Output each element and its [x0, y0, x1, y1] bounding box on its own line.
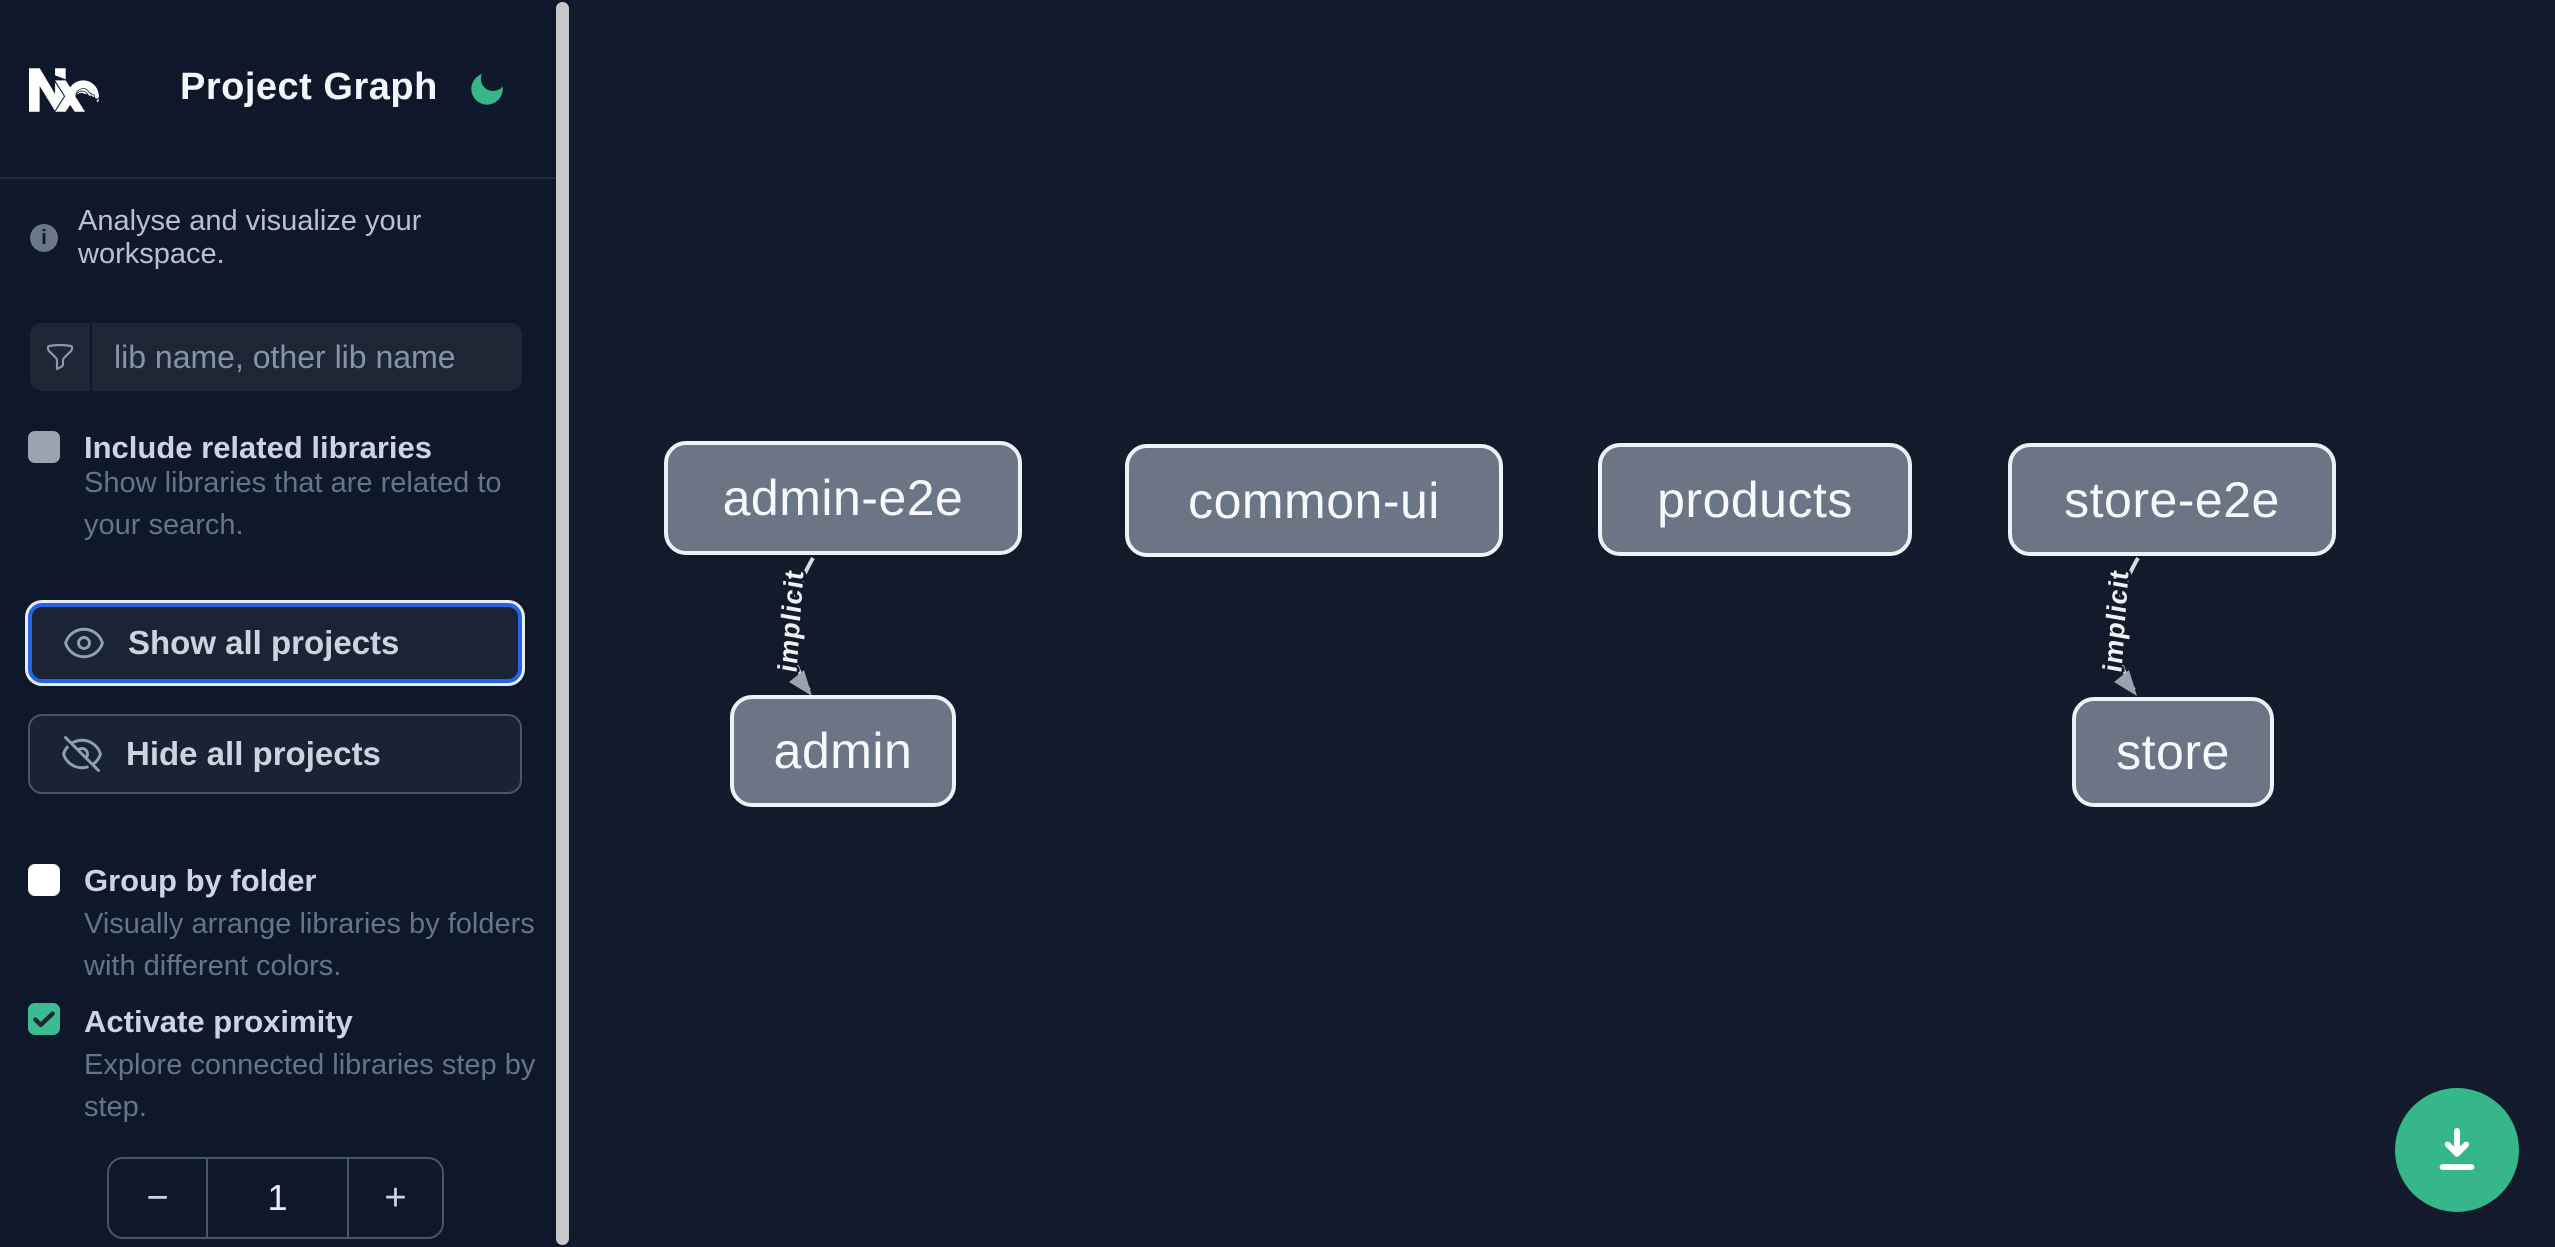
- node-label: admin-e2e: [722, 470, 964, 526]
- include-related-label: Include related libraries: [84, 430, 433, 465]
- node-common-ui[interactable]: common-ui: [1125, 444, 1503, 557]
- node-admin-e2e[interactable]: admin-e2e: [664, 441, 1022, 555]
- group-by-folder-label: Group by folder: [84, 863, 317, 898]
- node-products[interactable]: products: [1598, 443, 1912, 556]
- show-all-projects-button[interactable]: Show all projects: [28, 603, 522, 683]
- eye-icon: [62, 621, 106, 665]
- eye-slash-icon: [60, 732, 104, 776]
- info-icon: i: [30, 224, 58, 252]
- tagline-text: Analyse and visualize your workspace.: [78, 205, 422, 270]
- theme-toggle-moon-icon[interactable]: [462, 64, 513, 115]
- workspace-tagline-row: i Analyse and visualize your workspace.: [30, 205, 571, 271]
- page-title: Project Graph: [180, 66, 438, 108]
- search-input[interactable]: [92, 338, 522, 376]
- node-label: products: [1657, 471, 1853, 528]
- download-icon: [2439, 1127, 2475, 1171]
- node-store-e2e[interactable]: store-e2e: [2008, 443, 2336, 556]
- include-related-checkbox[interactable]: [28, 431, 60, 463]
- group-by-folder-checkbox[interactable]: [28, 864, 60, 896]
- node-admin[interactable]: admin: [730, 695, 956, 807]
- proximity-depth-value[interactable]: 1: [267, 1177, 288, 1218]
- activate-proximity-checkbox[interactable]: [28, 1003, 60, 1035]
- activate-proximity-label: Activate proximity: [84, 1004, 353, 1039]
- activate-proximity-description: Explore connected libraries step by step…: [84, 1049, 536, 1123]
- nx-logo: [29, 68, 100, 112]
- download-image-button[interactable]: [2395, 1088, 2519, 1212]
- node-label: common-ui: [1188, 472, 1440, 529]
- increment-button[interactable]: +: [347, 1159, 442, 1237]
- node-label: store-e2e: [2064, 471, 2280, 528]
- include-related-description: Show libraries that are related to your …: [84, 467, 502, 541]
- header-divider: [0, 177, 555, 179]
- node-label: store: [2116, 724, 2230, 780]
- show-all-projects-label: Show all projects: [128, 624, 400, 661]
- group-by-folder-description: Visually arrange libraries by folders wi…: [84, 908, 535, 982]
- sidebar: Project Graph i Analyse and visualize yo…: [0, 0, 571, 1247]
- filter-funnel-icon: [30, 323, 92, 391]
- sidebar-scrollbar[interactable]: [556, 2, 569, 1245]
- checkmark-icon: [33, 1011, 55, 1028]
- node-store[interactable]: store: [2072, 697, 2274, 807]
- hide-all-projects-label: Hide all projects: [126, 735, 381, 772]
- node-label: admin: [773, 723, 913, 779]
- library-filter-field: [30, 323, 522, 391]
- graph-canvas[interactable]: [571, 0, 2555, 1247]
- decrement-button[interactable]: −: [109, 1159, 208, 1237]
- proximity-depth-stepper: − 1 +: [107, 1157, 444, 1239]
- hide-all-projects-button[interactable]: Hide all projects: [28, 714, 522, 794]
